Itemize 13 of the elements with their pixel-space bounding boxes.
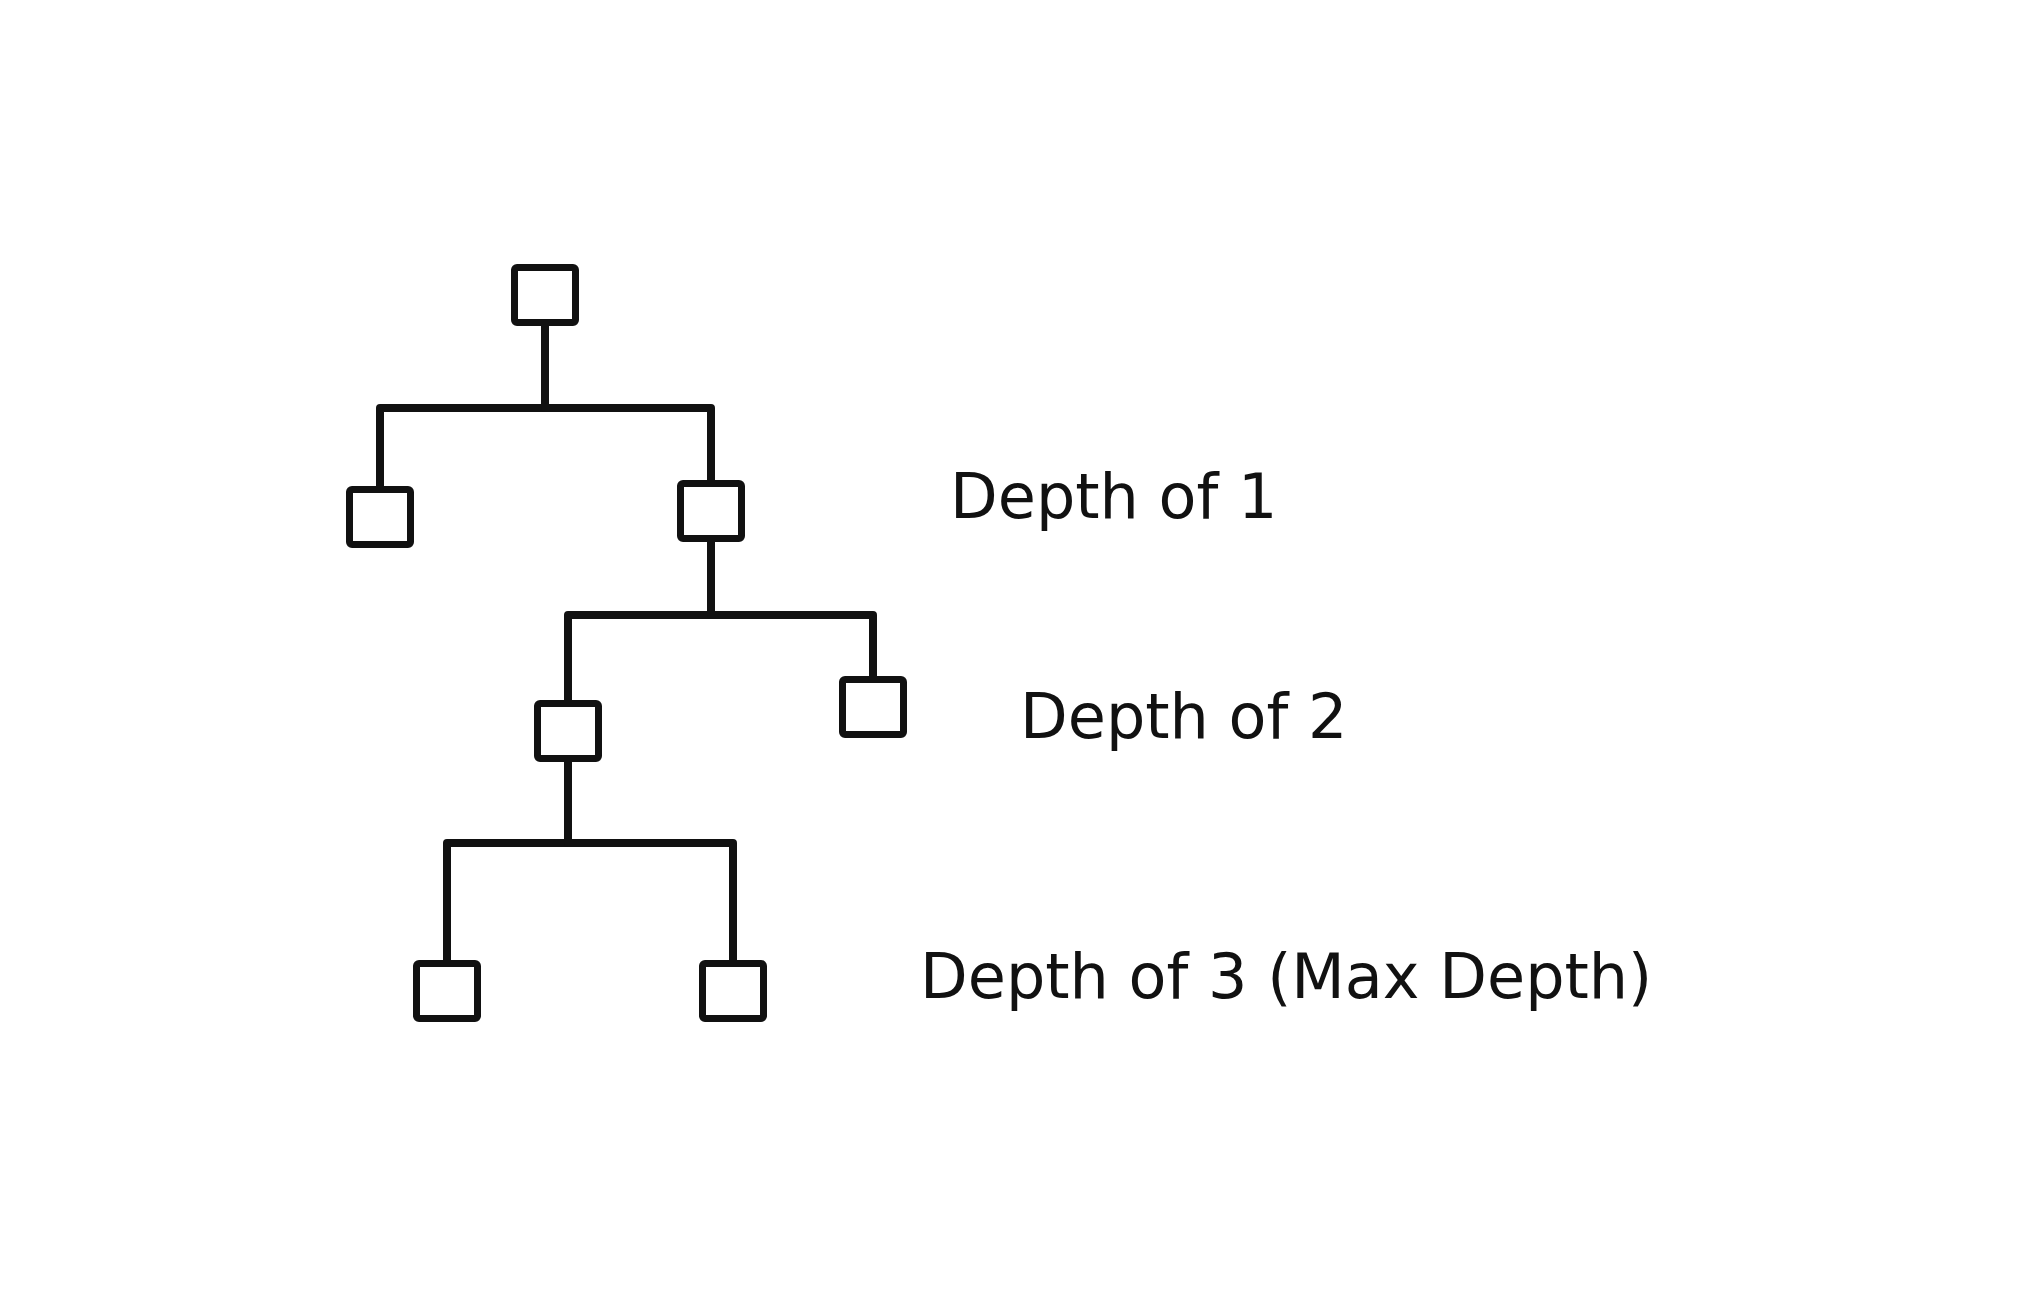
depth-label: Depth of 1 bbox=[950, 460, 1278, 533]
depth-label: Depth of 2 bbox=[1020, 680, 1348, 753]
tree-node-box bbox=[699, 960, 767, 1022]
tree-node-box bbox=[511, 264, 579, 326]
tree-node-box bbox=[346, 486, 414, 548]
tree-branch-line bbox=[564, 762, 737, 960]
tree-node-box bbox=[534, 700, 602, 762]
tree-node-box bbox=[677, 480, 745, 542]
tree-branch-line bbox=[707, 542, 877, 676]
tree-node-box bbox=[413, 960, 481, 1022]
tree-branch-line bbox=[541, 326, 715, 480]
tree-node-box bbox=[839, 676, 907, 738]
depth-label: Depth of 3 (Max Depth) bbox=[920, 940, 1653, 1013]
